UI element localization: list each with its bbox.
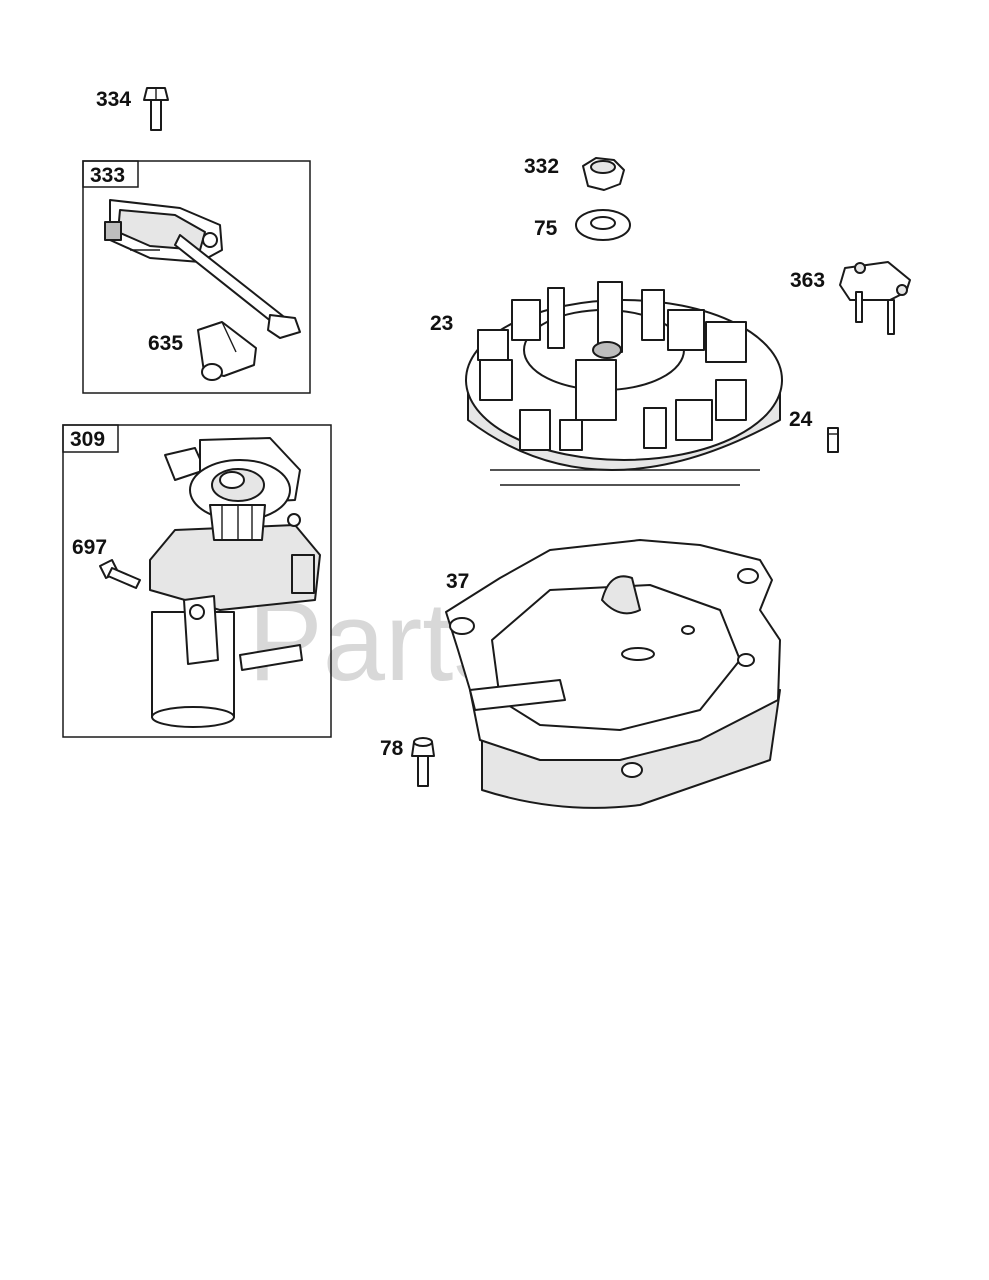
part-332-nut[interactable] [582, 157, 625, 191]
callout-334[interactable]: 334 [96, 88, 131, 111]
part-363-bracket[interactable] [839, 261, 911, 335]
callout-333[interactable]: 333 [90, 164, 125, 187]
callout-24[interactable]: 24 [789, 408, 813, 431]
callout-697[interactable]: 697 [72, 536, 107, 559]
part-333-frame [82, 160, 311, 394]
callout-78[interactable]: 78 [380, 737, 404, 760]
callout-363[interactable]: 363 [790, 269, 825, 292]
part-309-label-box [62, 424, 119, 453]
callout-23[interactable]: 23 [430, 312, 453, 335]
part-635-spark-plug-boot[interactable] [197, 321, 257, 381]
callout-75[interactable]: 75 [534, 217, 558, 240]
part-24-key[interactable] [827, 427, 839, 453]
part-23-flywheel[interactable] [465, 281, 783, 486]
part-309-starter-motor[interactable] [149, 437, 321, 728]
part-333-label-box [82, 160, 139, 188]
callout-37[interactable]: 37 [446, 570, 469, 593]
part-334-bolt[interactable] [143, 87, 169, 131]
callout-309[interactable]: 309 [70, 428, 105, 451]
part-78-screw[interactable] [411, 737, 435, 787]
callout-332[interactable]: 332 [524, 155, 559, 178]
part-697-screw[interactable] [99, 559, 141, 589]
part-333-ignition-coil[interactable] [104, 199, 301, 339]
part-75-washer[interactable] [575, 209, 631, 241]
part-37-blower-housing[interactable] [445, 539, 781, 809]
callout-635[interactable]: 635 [148, 332, 183, 355]
part-309-frame [62, 424, 332, 738]
